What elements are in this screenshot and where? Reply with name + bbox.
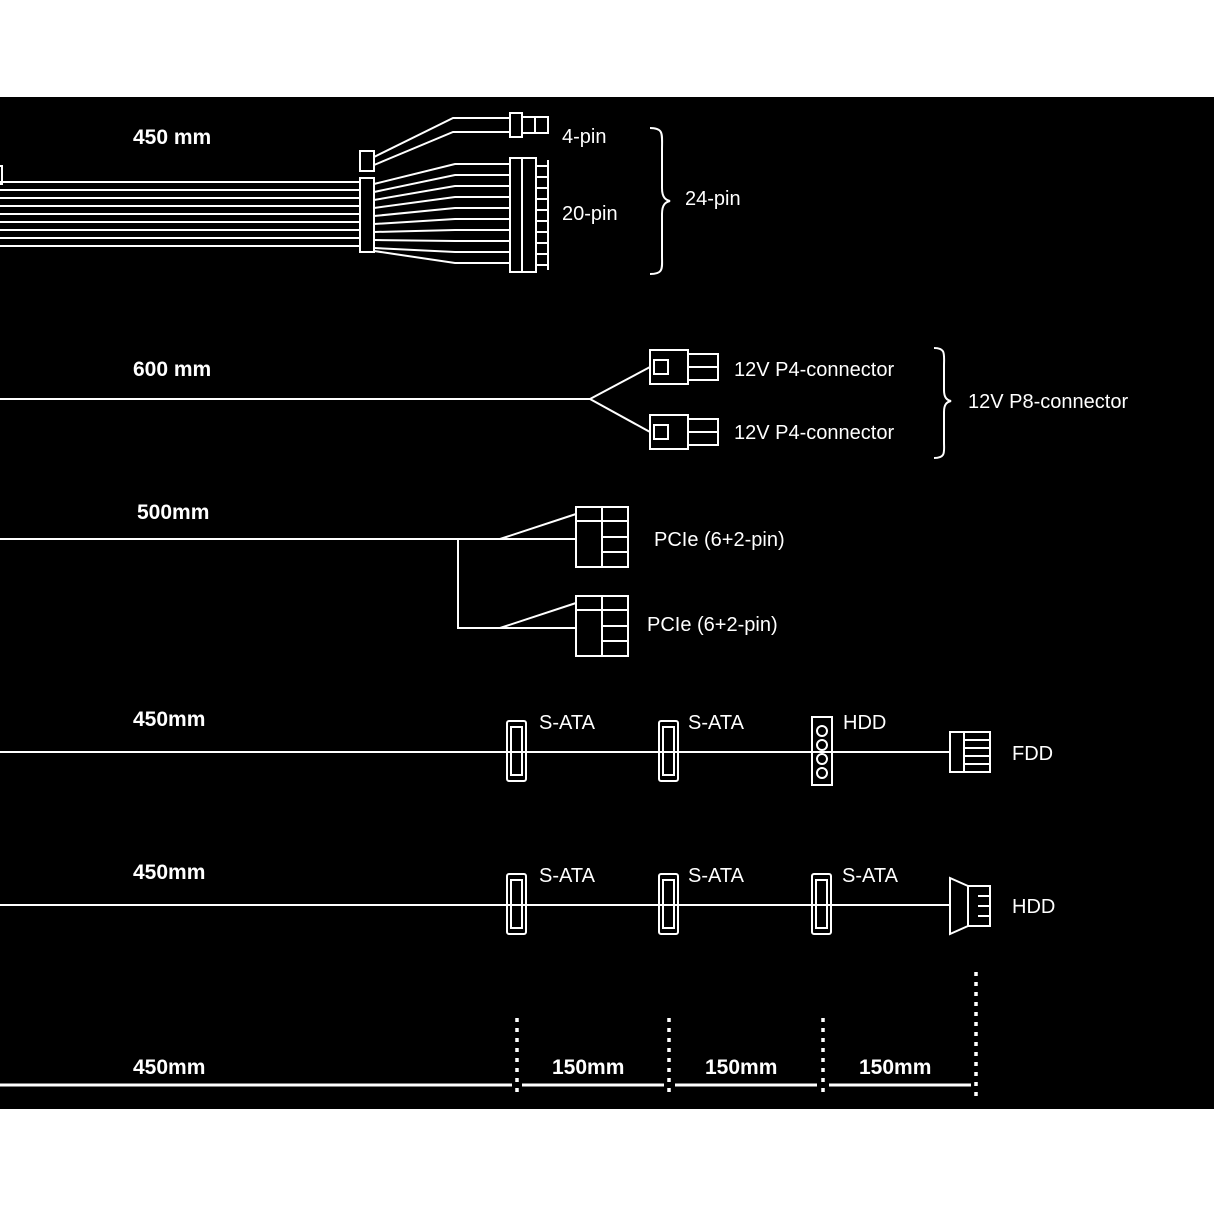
sata-hdd-cable: 450mm S-ATA S-ATA S-ATA HDD [0, 861, 1055, 936]
scale-label-2: 150mm [705, 1056, 777, 1079]
sata-hdd-label-4: HDD [1012, 896, 1055, 918]
atx-cable-length: 450 mm [133, 126, 211, 149]
atx-cable-cut-end [0, 165, 3, 185]
atx-24pin-label: 24-pin [685, 188, 741, 210]
sata-hdd-label-2: S-ATA [688, 865, 745, 887]
sata-fdd-connector-2 [658, 720, 679, 782]
sata-fdd-label-1: S-ATA [539, 712, 596, 734]
atx-sleeve-small [359, 150, 375, 172]
sata-hdd-cable-length: 450mm [133, 861, 205, 884]
cpu-cable: 600 mm 12V P4-connector 12V P4-connector… [0, 347, 1128, 459]
atx-cable: 450 mm 4-pin 20-pin 24-pin [0, 112, 741, 275]
pcie-label-1: PCIe (6+2-pin) [654, 529, 785, 551]
atx-wire-bundle [0, 181, 360, 247]
atx-20pin-label: 20-pin [562, 203, 618, 225]
sata-fdd-cable: 450mm S-ATA S-ATA HDD FDD [0, 708, 1053, 786]
scale-label-3: 150mm [859, 1056, 931, 1079]
atx-4pin-wires [373, 117, 510, 166]
scale-label-1: 150mm [552, 1056, 624, 1079]
cpu-p4-label-1: 12V P4-connector [734, 359, 894, 381]
cpu-p4-connector-2 [649, 414, 719, 450]
pcie-connector-2 [575, 595, 629, 657]
pcie-cable-length: 500mm [137, 501, 209, 524]
sata-fdd-label-2: S-ATA [688, 712, 745, 734]
sata-hdd-connector-3 [811, 873, 832, 935]
cpu-p4-label-2: 12V P4-connector [734, 422, 894, 444]
length-scale: 450mm 150mm 150mm 150mm [0, 972, 978, 1096]
sata-hdd-connector-1 [506, 873, 527, 935]
sata-fdd-label-4: FDD [1012, 743, 1053, 765]
sata-fdd-cable-length: 450mm [133, 708, 205, 731]
sata-hdd-label-3: S-ATA [842, 865, 899, 887]
cpu-curly-brace [933, 347, 952, 459]
scale-label-0: 450mm [133, 1056, 205, 1079]
sata-fdd-molex-connector [811, 716, 833, 786]
pcie-split-wires [499, 513, 577, 629]
cpu-p4-connector-1 [649, 349, 719, 385]
sata-fdd-floppy-connector [949, 731, 991, 773]
pcie-cable: 500mm PCIe (6+2-pin) PCIe (6+2-pin) [0, 501, 785, 657]
sata-fdd-connector-1 [506, 720, 527, 782]
cpu-split-wires [589, 366, 651, 433]
atx-20pin-connector [509, 157, 549, 273]
sata-hdd-molex-connector [949, 876, 991, 936]
cpu-cable-length: 600 mm [133, 358, 211, 381]
atx-4pin-connector [509, 112, 549, 138]
atx-curly-brace [649, 127, 671, 275]
pcie-connector-1 [575, 506, 629, 568]
atx-4pin-label: 4-pin [562, 126, 606, 148]
diagram-background [0, 97, 1214, 1109]
sata-fdd-label-3: HDD [843, 712, 886, 734]
cpu-p8-label: 12V P8-connector [968, 391, 1128, 413]
sata-hdd-connector-2 [658, 873, 679, 935]
pcie-main-wire [0, 538, 576, 629]
cable-diagram: 450 mm 4-pin 20-pin 24-pin 600 mm [0, 97, 1214, 1109]
pcie-label-2: PCIe (6+2-pin) [647, 614, 778, 636]
sata-hdd-label-1: S-ATA [539, 865, 596, 887]
atx-20pin-wires [373, 163, 510, 264]
